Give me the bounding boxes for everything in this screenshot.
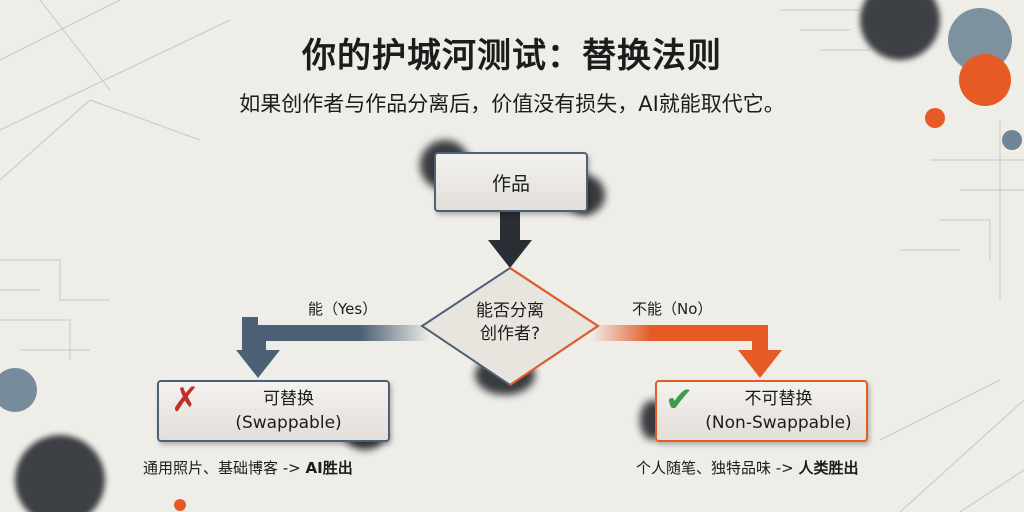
- node-non-swappable: ✔ 不可替换 (Non-Swappable): [655, 380, 868, 442]
- cross-icon: ✗: [171, 380, 200, 420]
- non-swappable-subtitle: (Non-Swappable): [705, 413, 852, 433]
- caption-non-swappable-result: 人类胜出: [798, 459, 859, 477]
- decision-line1: 能否分离: [476, 301, 544, 321]
- caption-non-swappable-text: 个人随笔、独特品味 ->: [636, 459, 799, 477]
- arrow-down-start: [488, 210, 532, 268]
- node-swappable: ✗ 可替换 (Swappable): [157, 380, 390, 442]
- branch-yes-label: 能（Yes）: [308, 300, 378, 318]
- page-title: 你的护城河测试：替换法则: [302, 36, 722, 76]
- non-swappable-title: 不可替换: [744, 389, 813, 409]
- caption-swappable-result: AI胜出: [305, 459, 353, 477]
- decision-line2: 创作者?: [479, 324, 541, 344]
- page-subtitle: 如果创作者与作品分离后，价值没有损失，AI就能取代它。: [239, 92, 785, 116]
- node-artwork-label: 作品: [491, 172, 530, 195]
- swappable-title: 可替换: [262, 389, 314, 409]
- check-icon: ✔: [665, 380, 694, 420]
- caption-swappable-text: 通用照片、基础博客 ->: [143, 459, 306, 477]
- caption-non-swappable: 个人随笔、独特品味 -> 人类胜出: [636, 457, 859, 478]
- decision-node: 能否分离 创作者?: [450, 300, 570, 346]
- caption-swappable: 通用照片、基础博客 -> AI胜出: [143, 457, 353, 478]
- arrow-no: [592, 325, 782, 378]
- arrow-yes: [236, 317, 430, 378]
- branch-no-label: 不能（No）: [632, 300, 713, 318]
- node-artwork: 作品: [434, 152, 588, 212]
- swappable-subtitle: (Swappable): [235, 413, 342, 433]
